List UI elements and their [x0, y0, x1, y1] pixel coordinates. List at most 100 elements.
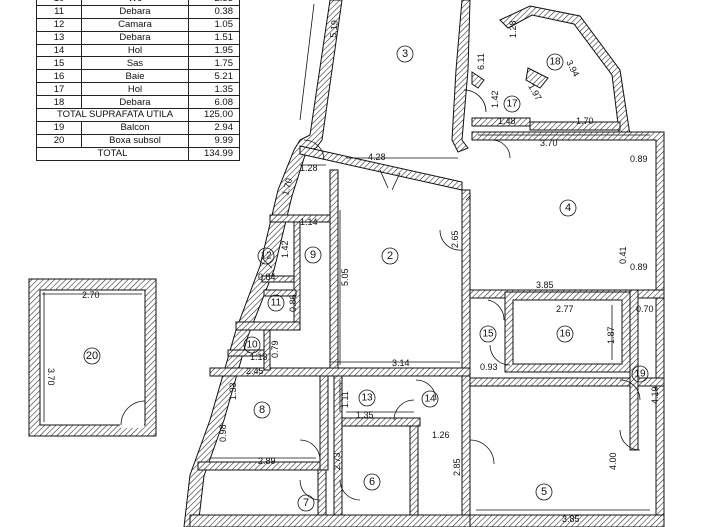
room-7-number: 7: [303, 497, 309, 509]
room-20-walls: [28, 278, 157, 437]
dim-1-13: 1.13: [250, 352, 268, 362]
dim-1-35: 1.35: [356, 410, 374, 420]
schedule-cell-nr: 18: [36, 95, 82, 110]
schedule-total-util-label: TOTAL SUPRAFATA UTILA: [36, 108, 189, 122]
dim-3-14: 3.14: [392, 358, 410, 368]
dim-1-42b: 1.42: [280, 240, 290, 258]
dim-1-87: 1.87: [606, 326, 616, 344]
schedule-cell-name: Baie: [81, 69, 189, 84]
schedule-cell-nr: 15: [36, 56, 82, 71]
dim-1-14: 1.14: [300, 217, 318, 227]
room-2-number: 2: [387, 250, 393, 262]
dim-1-11: 1.11: [340, 391, 350, 408]
schedule-total-util-value: 125.00: [188, 108, 240, 122]
doors: [261, 89, 641, 501]
room-15-number: 15: [482, 329, 494, 340]
schedule-cell-area: 1.75: [188, 56, 240, 71]
dim-4-28: 4.28: [368, 152, 386, 162]
schedule-cell-nr: 16: [36, 69, 82, 84]
dim-0-70: 0.70: [636, 304, 654, 314]
schedule-cell-area: 1.51: [188, 30, 240, 45]
schedule-cell-area: 5.21: [188, 69, 240, 84]
dim-2-45: 2.45: [246, 366, 264, 376]
schedule-cell-name: Debara: [81, 4, 189, 19]
room-20-number: 20: [86, 350, 98, 362]
schedule-cell-nr: 14: [36, 43, 82, 58]
dim-2-85: 2.85: [452, 458, 462, 476]
dim-2-89: 2.89: [258, 456, 276, 466]
room-14-number: 14: [424, 394, 436, 405]
dim-3-85a: 3.85: [536, 280, 554, 290]
schedule-cell-area: 1.05: [188, 17, 240, 32]
room-5-number: 5: [541, 486, 547, 498]
schedule-cell-area: 9.99: [188, 133, 240, 148]
dim-1-42a: 1.42: [490, 90, 500, 108]
dim-5-19: 5.19: [328, 20, 340, 38]
room-13-number: 13: [361, 393, 373, 404]
dim-1-48: 1.48: [498, 116, 516, 126]
dim-3-70b: 3.70: [46, 368, 56, 386]
schedule-cell-name: Hol: [81, 82, 189, 97]
dim-1-70a: 1.70: [576, 116, 594, 126]
dim-3-70a: 3.70: [540, 138, 558, 148]
schedule-total-value: 134.99: [188, 146, 240, 161]
dim-3-94: 3.94: [564, 58, 581, 78]
schedule-total-label: TOTAL: [36, 146, 189, 161]
dim-0-93: 0.93: [480, 362, 498, 372]
schedule-cell-name: Sas: [81, 56, 189, 71]
dim-0-98: 0.98: [218, 424, 228, 442]
schedule-cell-nr: 13: [36, 30, 82, 45]
dim-1-28a: 1.28: [508, 20, 518, 38]
room-8-number: 8: [259, 404, 265, 416]
dim-2-65: 2.65: [450, 230, 460, 248]
room-4-number: 4: [565, 202, 571, 214]
schedule-cell-area: 2.94: [188, 120, 240, 135]
room-schedule-table: 10Wc2.5311Debara0.3812Camara1.0513Debara…: [36, 0, 240, 161]
schedule-cell-area: 6.08: [188, 95, 240, 110]
room-10-number: 10: [246, 340, 258, 351]
dim-0-41: 0.41: [618, 246, 628, 264]
schedule-cell-area: 1.35: [188, 82, 240, 97]
schedule-cell-name: Boxa subsol: [81, 133, 189, 148]
dim-1-70b: 1.70: [280, 177, 294, 196]
dim-0-89a: 0.89: [630, 154, 648, 164]
dim-0-89b: 0.89: [630, 262, 648, 272]
dim-5-05: 5.05: [340, 268, 350, 286]
room-19-number: 19: [634, 369, 646, 380]
schedule-cell-nr: 11: [36, 4, 82, 19]
dim-2-70: 2.70: [82, 290, 100, 300]
schedule-cell-name: Hol: [81, 43, 189, 58]
schedule-cell-name: Debara: [81, 95, 189, 110]
room-11-number: 11: [271, 298, 282, 309]
dim-1-26: 1.26: [432, 430, 450, 440]
schedule-cell-name: Balcon: [81, 120, 189, 135]
dim-6-11: 6.11: [476, 53, 486, 70]
dim-2-77: 2.77: [556, 304, 574, 314]
schedule-cell-name: Camara: [81, 17, 189, 32]
dim-0-84: 0.84: [258, 272, 276, 282]
room-labels: 20 2 3 4 5 6 7 8 9 10 11 12 13 14 15 16 …: [83, 45, 649, 512]
room-9-number: 9: [310, 249, 316, 261]
apartment-walls: [183, 0, 665, 527]
room-16-number: 16: [559, 329, 571, 340]
dim-0-86: 0.86: [288, 294, 298, 312]
dimension-lines: [42, 3, 650, 511]
dim-0-79: 0.79: [270, 340, 280, 358]
dim-1-33: 1.33: [228, 382, 238, 400]
schedule-cell-nr: 19: [36, 120, 82, 135]
room-18-number: 18: [549, 57, 561, 68]
room-6-number: 6: [369, 476, 375, 488]
schedule-cell-nr: 17: [36, 82, 82, 97]
room-3-number: 3: [402, 48, 408, 60]
dim-2-73: 2.73: [332, 452, 342, 470]
room-12-number: 12: [260, 251, 272, 262]
